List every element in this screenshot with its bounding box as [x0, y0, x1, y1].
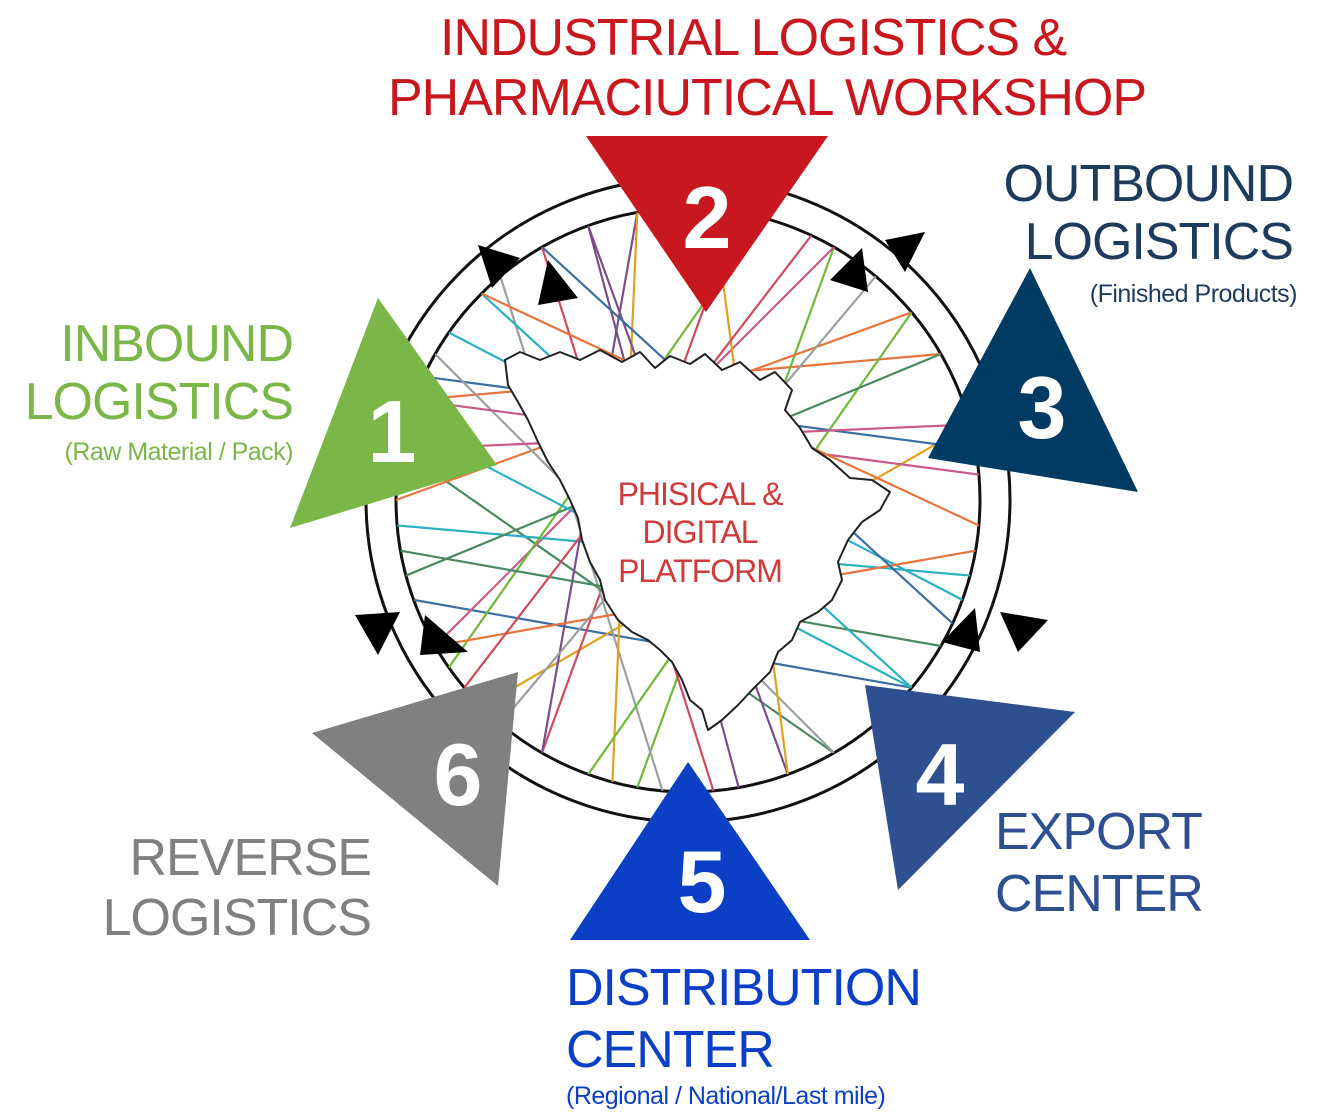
node-4-title-line-2: CENTER: [995, 865, 1204, 923]
triangle-node-2: [586, 136, 828, 312]
triangle-node-3: [928, 268, 1138, 492]
node-6-title-line-1: REVERSE: [129, 829, 372, 887]
node-number-2: 2: [683, 168, 732, 267]
region-map-shape: [504, 349, 891, 731]
node-3-title-line-1: OUTBOUND: [1003, 155, 1294, 213]
node-number-6: 6: [434, 725, 483, 824]
node-1-title-line-2: LOGISTICS: [24, 373, 294, 431]
node-1-title-line-1: INBOUND: [60, 315, 294, 373]
node-5-title-line-1: DISTRIBUTION: [566, 959, 922, 1017]
center-line-3: PLATFORM: [618, 552, 783, 589]
node-number-5: 5: [678, 832, 727, 931]
triangle-node-4: [865, 685, 1075, 890]
triangle-node-5: [570, 762, 810, 940]
center-platform-label: PHISICAL & DIGITAL PLATFORM: [560, 475, 840, 590]
node-number-1: 1: [368, 382, 417, 481]
center-line-1: PHISICAL &: [617, 476, 784, 512]
center-line-2: DIGITAL: [642, 514, 758, 551]
arrow-inner-4-3: [942, 608, 980, 652]
arrow-outer-3-4: [1000, 612, 1048, 652]
node-3-title-line-2: LOGISTICS: [1024, 213, 1294, 271]
arrow-outer-1-2: [478, 245, 520, 288]
node-5-subtitle: (Regional / National/Last mile): [566, 1082, 886, 1110]
node-6-title-line-2: LOGISTICS: [102, 889, 372, 947]
node-number-4: 4: [916, 725, 965, 824]
node-5-title-line-2: CENTER: [566, 1021, 775, 1079]
arrow-inner-2-1: [538, 260, 578, 305]
triangle-node-6: [312, 672, 518, 886]
arrow-outer-6-1: [355, 612, 400, 655]
node-1-subtitle: (Raw Material / Pack): [64, 438, 294, 466]
node-2-title-line-2: PHARMACIUTICAL WORKSHOP: [388, 69, 1147, 127]
node-4-title-line-1: EXPORT: [995, 803, 1203, 861]
node-2-title-line-1: INDUSTRIAL LOGISTICS &: [440, 9, 1067, 67]
arrow-outer-2-3: [885, 232, 925, 272]
arrow-inner-2-3: [830, 248, 868, 292]
node-number-3: 3: [1018, 358, 1067, 457]
cycle-arrows: [355, 232, 1048, 655]
arrow-inner-1-6: [420, 615, 468, 655]
triangle-node-1: [290, 298, 497, 528]
node-3-subtitle: (Finished Products): [1089, 280, 1298, 308]
